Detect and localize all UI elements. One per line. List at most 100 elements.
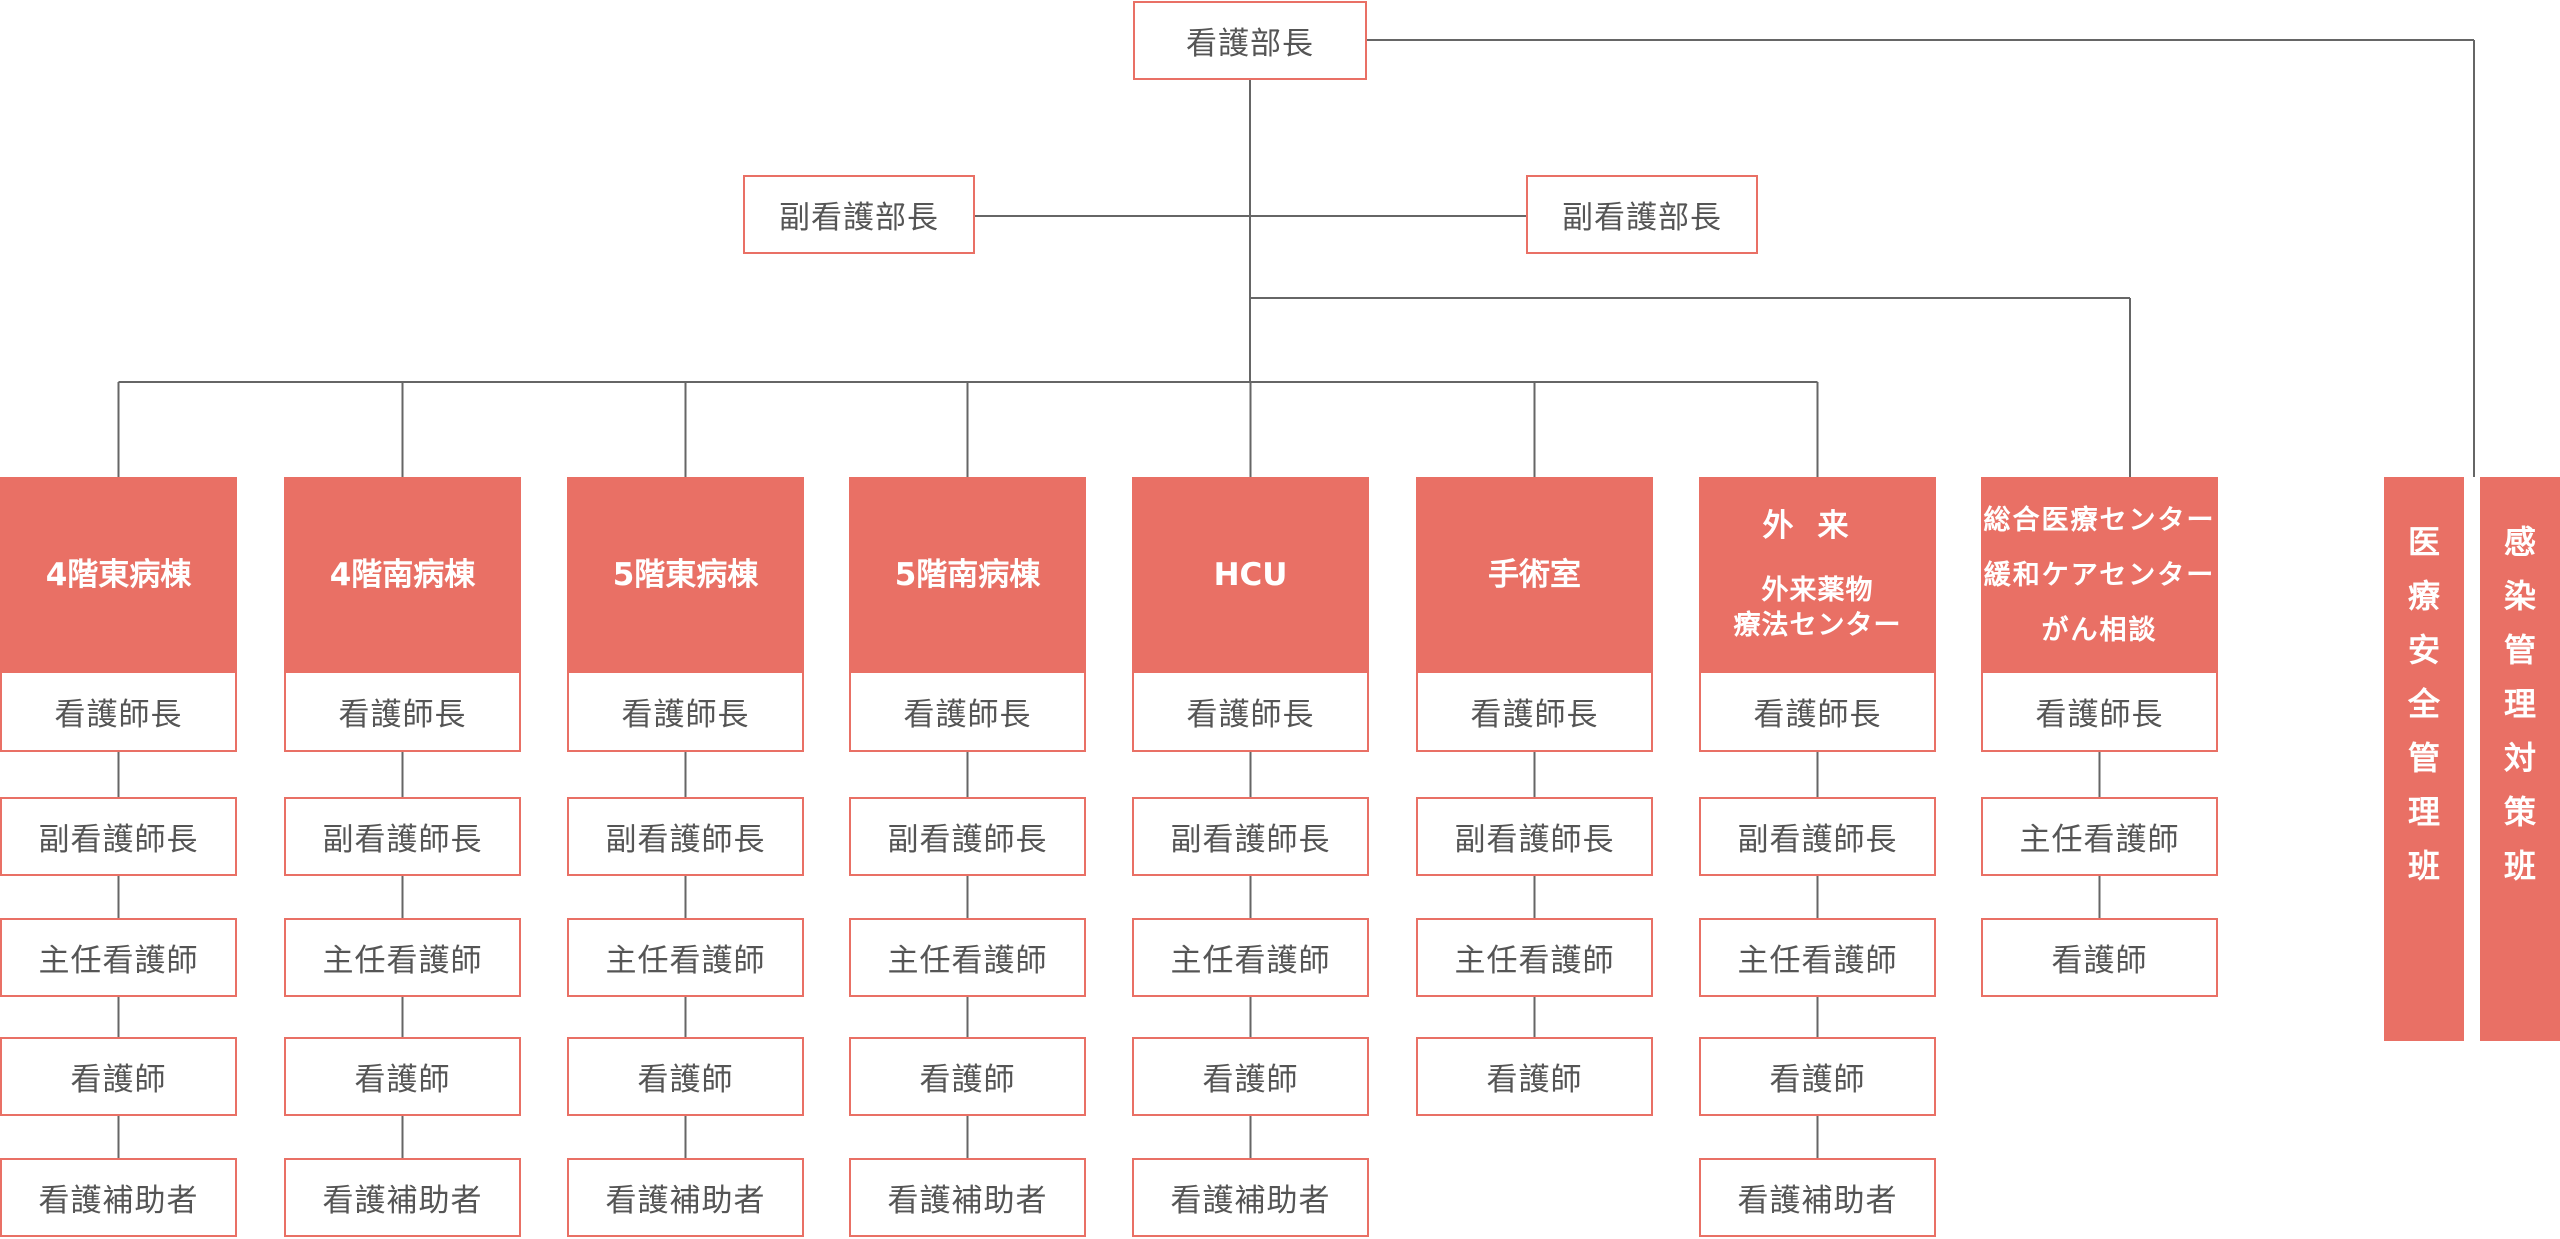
- deputy-director-right-label: 副看護部長: [1562, 200, 1722, 236]
- department-header-5[interactable]: HCU: [1132, 477, 1369, 674]
- department-header-4[interactable]: 5階南病棟: [849, 477, 1086, 674]
- role-label: 看護師: [1486, 1062, 1583, 1098]
- team-label-char: 策: [2503, 793, 2536, 831]
- role-box[interactable]: 看護師長: [1981, 673, 2218, 752]
- role-label: 副看護師長: [38, 822, 199, 858]
- deputy-director-left-label: 副看護部長: [779, 200, 939, 236]
- role-label: 副看護師長: [1170, 822, 1331, 858]
- role-label: 看護補助者: [605, 1183, 766, 1219]
- role-box[interactable]: 看護補助者: [0, 1158, 237, 1237]
- role-box[interactable]: 看護師長: [1699, 673, 1936, 752]
- role-box[interactable]: 看護補助者: [849, 1158, 1086, 1237]
- role-label: 看護師: [637, 1062, 734, 1098]
- role-label: 看護補助者: [1737, 1183, 1898, 1219]
- role-box[interactable]: 主任看護師: [567, 918, 804, 997]
- role-label: 看護師: [354, 1062, 451, 1098]
- role-box[interactable]: 看護師長: [849, 673, 1086, 752]
- deputy-director-right-box[interactable]: 副看護部長: [1526, 175, 1758, 254]
- department-name-line: がん相談: [2041, 615, 2158, 646]
- role-label: 看護師長: [621, 697, 750, 733]
- role-label: 主任看護師: [38, 943, 199, 979]
- role-box[interactable]: 看護師長: [284, 673, 521, 752]
- role-box[interactable]: 主任看護師: [284, 918, 521, 997]
- role-label: 副看護師長: [605, 822, 766, 858]
- role-box[interactable]: 看護師: [1416, 1037, 1653, 1116]
- role-label: 看護師長: [1186, 697, 1315, 733]
- role-box[interactable]: 看護補助者: [284, 1158, 521, 1237]
- role-box[interactable]: 看護師長: [1416, 673, 1653, 752]
- role-label: 看護師: [70, 1062, 167, 1098]
- role-box[interactable]: 副看護師長: [849, 797, 1086, 876]
- role-box[interactable]: 看護師長: [567, 673, 804, 752]
- role-label: 看護補助者: [1170, 1183, 1331, 1219]
- team-label-char: 医: [2407, 523, 2440, 561]
- role-box[interactable]: 看護師長: [0, 673, 237, 752]
- role-box[interactable]: 副看護師長: [1132, 797, 1369, 876]
- role-box[interactable]: 副看護師長: [1699, 797, 1936, 876]
- department-name-line: 5階東病棟: [612, 556, 759, 593]
- role-box[interactable]: 看護師: [1132, 1037, 1369, 1116]
- department-name-line: 外来薬物: [1761, 575, 1874, 607]
- team-label-char: 全: [2407, 685, 2440, 723]
- department-name-line: 4階東病棟: [45, 556, 192, 593]
- role-box[interactable]: 副看護師長: [284, 797, 521, 876]
- role-label: 副看護師長: [1454, 822, 1615, 858]
- role-box[interactable]: 看護補助者: [1699, 1158, 1936, 1237]
- role-label: 主任看護師: [605, 943, 766, 979]
- role-box[interactable]: 看護師: [567, 1037, 804, 1116]
- role-box[interactable]: 主任看護師: [1132, 918, 1369, 997]
- role-box[interactable]: 主任看護師: [1699, 918, 1936, 997]
- team-bar-2[interactable]: 感染管理対策班感染管理対策班: [2480, 477, 2560, 1041]
- role-label: 看護師長: [1470, 697, 1599, 733]
- role-label: 主任看護師: [1454, 943, 1615, 979]
- team-label-char: 療: [2407, 577, 2440, 615]
- team-label-char: 管: [2407, 739, 2440, 777]
- role-box[interactable]: 看護師長: [1132, 673, 1369, 752]
- role-box[interactable]: 副看護師長: [0, 797, 237, 876]
- department-name-line: 外来: [1762, 507, 1873, 544]
- role-box[interactable]: 主任看護師: [0, 918, 237, 997]
- role-label: 主任看護師: [887, 943, 1048, 979]
- department-name-line: HCU: [1213, 556, 1288, 593]
- deputy-director-left-box[interactable]: 副看護部長: [743, 175, 975, 254]
- department-header-8[interactable]: 総合医療センター緩和ケアセンターがん相談: [1981, 477, 2218, 674]
- role-box[interactable]: 看護補助者: [1132, 1158, 1369, 1237]
- team-label-char: 安: [2407, 631, 2440, 669]
- role-label: 看護師: [1769, 1062, 1866, 1098]
- department-name-line: 5階南病棟: [894, 556, 1041, 593]
- role-label: 看護師長: [2035, 697, 2164, 733]
- department-header-7[interactable]: 外来外来薬物療法センター: [1699, 477, 1936, 674]
- director-label: 看護部長: [1186, 26, 1314, 62]
- role-box[interactable]: 看護師: [284, 1037, 521, 1116]
- team-label-char: 対: [2503, 739, 2536, 777]
- role-label: 主任看護師: [1170, 943, 1331, 979]
- role-box[interactable]: 看護補助者: [567, 1158, 804, 1237]
- role-box[interactable]: 主任看護師: [1416, 918, 1653, 997]
- role-box[interactable]: 看護師: [0, 1037, 237, 1116]
- department-header-6[interactable]: 手術室: [1416, 477, 1653, 674]
- department-header-1[interactable]: 4階東病棟: [0, 477, 237, 674]
- team-bar-1[interactable]: 医療安全管理班医療安全管理班: [2384, 477, 2464, 1041]
- role-label: 副看護師長: [1737, 822, 1898, 858]
- role-label: 副看護師長: [887, 822, 1048, 858]
- team-label: 医療安全管理班: [2408, 515, 2440, 893]
- team-label-char: 班: [2503, 847, 2536, 885]
- department-header-2[interactable]: 4階南病棟: [284, 477, 521, 674]
- team-label-char: 理: [2503, 685, 2536, 723]
- role-box[interactable]: 主任看護師: [849, 918, 1086, 997]
- role-box[interactable]: 看護師: [1699, 1037, 1936, 1116]
- role-label: 看護師: [919, 1062, 1016, 1098]
- department-header-3[interactable]: 5階東病棟: [567, 477, 804, 674]
- team-label-char: 管: [2503, 631, 2536, 669]
- role-box[interactable]: 副看護師長: [1416, 797, 1653, 876]
- director-box[interactable]: 看護部長: [1133, 1, 1367, 80]
- role-box[interactable]: 副看護師長: [567, 797, 804, 876]
- role-label: 看護師: [1202, 1062, 1299, 1098]
- role-label: 主任看護師: [322, 943, 483, 979]
- role-label: 看護師長: [338, 697, 467, 733]
- role-label: 看護補助者: [322, 1183, 483, 1219]
- role-box[interactable]: 看護師: [1981, 918, 2218, 997]
- role-box[interactable]: 看護師: [849, 1037, 1086, 1116]
- role-box[interactable]: 主任看護師: [1981, 797, 2218, 876]
